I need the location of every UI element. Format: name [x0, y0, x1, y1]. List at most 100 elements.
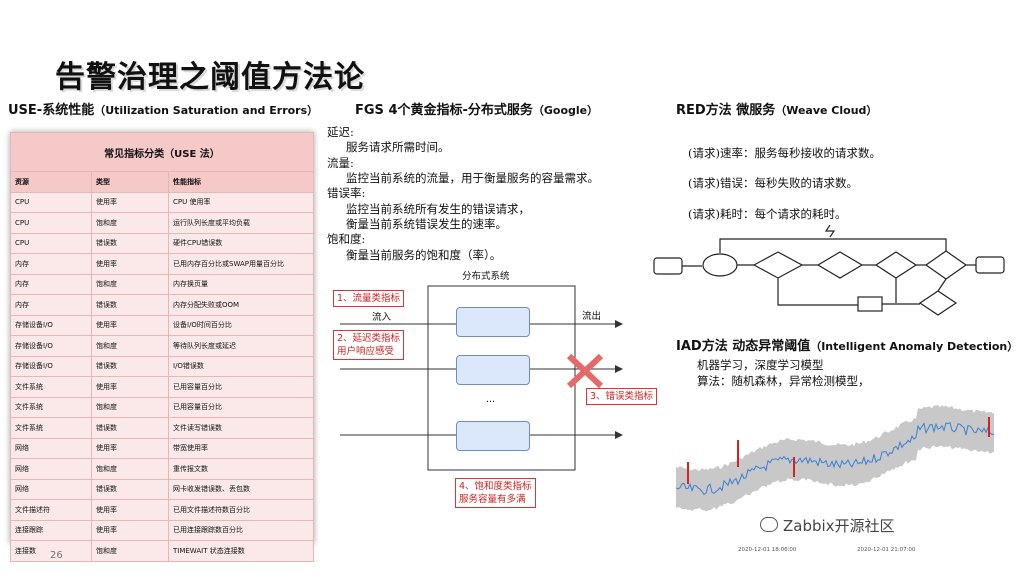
latency-metrics-label: 2、延迟类指标 用户响应感受 [333, 330, 405, 360]
use-heading: USE-系统性能（Utilization Saturation and Erro… [8, 99, 318, 118]
slide-title: 告警治理之阈值方法论 [55, 60, 365, 95]
cell-resource: 文件系统 [10, 396, 92, 418]
sketch-loop-bottom-1 [777, 278, 858, 306]
cell-type: 错误数 [91, 355, 169, 377]
flow-arrowhead-3 [615, 431, 623, 439]
sketch-box-start [653, 257, 683, 275]
inflow-label: 流入 [372, 312, 392, 323]
cell-resource: 内存 [10, 273, 92, 295]
use-col-metric: 性能指标 [168, 171, 314, 193]
fgs-errors-desc-2: 衡量当前系统错误发生的速率。 [346, 217, 507, 231]
sketch-diamond-2 [816, 251, 864, 279]
outflow-label: 流出 [582, 311, 602, 322]
cell-metric: 重传报文数 [168, 458, 314, 480]
time-label-2: 2020-12-01 21:07:00 [857, 547, 916, 553]
cell-metric: 已用容量百分比 [168, 396, 314, 418]
watermark-text: Zabbix开源社区 [783, 517, 895, 535]
anomaly-band-chart [676, 404, 995, 512]
use-heading-sub: （Utilization Saturation and Errors） [94, 104, 319, 117]
red-rate-line: (请求)速率：服务每秒接收的请求数。 [688, 146, 881, 160]
cell-metric: 网卡收发错误数、丢包数 [168, 478, 314, 500]
cell-resource: CPU [10, 191, 92, 213]
cell-type: 饱和度 [91, 212, 169, 234]
observed-series-line [676, 421, 995, 495]
table-row: 内存使用率已用内存百分比或SWAP用量百分比 [10, 253, 314, 275]
cell-type: 使用率 [91, 314, 169, 336]
fgs-traffic-desc: 监控当前系统的流量，用于衡量服务的容量需求。 [346, 171, 599, 185]
fgs-heading-main: FGS 4个黄金指标-分布式服务 [355, 103, 533, 118]
latency-metrics-line1: 2、延迟类指标 [337, 333, 401, 344]
cell-type: 饱和度 [91, 335, 169, 357]
cell-resource: CPU [10, 212, 92, 234]
sketch-arrow-8 [937, 278, 947, 292]
sketch-diamond-1 [752, 251, 804, 279]
cell-type: 饱和度 [91, 273, 169, 295]
table-row: 文件系统使用率已用容量百分比 [10, 376, 314, 398]
iad-heading-main: IAD方法 动态异常阈值 [676, 339, 811, 354]
cell-metric: 已用文件描述符数百分比 [168, 499, 314, 521]
cell-metric: 硬件CPU错误数 [168, 232, 314, 254]
cell-resource: 存储设备I/O [10, 335, 92, 357]
cell-metric: 运行队列长度或平均负载 [168, 212, 314, 234]
saturation-metrics-label: 4、饱和度类指标 服务容量有多满 [455, 478, 536, 508]
table-row: 网络饱和度重传报文数 [10, 458, 314, 480]
cell-type: 错误数 [91, 294, 169, 316]
cell-metric: TIMEWAIT 状态连接数 [168, 540, 314, 562]
fgs-errors-desc-1: 监控当前系统所有发生的错误请求， [346, 202, 530, 216]
fgs-saturation-heading: 饱和度: [327, 232, 366, 246]
table-row: 网络使用率带宽使用率 [10, 437, 314, 459]
sketch-loop-top [719, 238, 947, 253]
cell-type: 错误数 [91, 478, 169, 500]
cell-resource: 文件系统 [10, 376, 92, 398]
cell-resource: 网络 [10, 437, 92, 459]
cell-type: 错误数 [91, 417, 169, 439]
table-row: 内存饱和度内存换页量 [10, 273, 314, 295]
saturation-metrics-line1: 4、饱和度类指标 [459, 481, 532, 492]
sketch-diamond-5 [918, 290, 958, 316]
traffic-metrics-label: 1、流量类指标 [333, 290, 405, 307]
page-number: 26 [50, 550, 63, 561]
cell-metric: 带宽使用率 [168, 437, 314, 459]
cell-resource: 文件描述符 [10, 499, 92, 521]
error-metrics-label: 3、错误类指标 [586, 388, 658, 405]
error-cross-b [566, 353, 604, 389]
cell-metric: 内存换页量 [168, 273, 314, 295]
cell-resource: 存储设备I/O [10, 314, 92, 336]
saturation-metrics-line2: 服务容量有多满 [459, 494, 526, 505]
table-row: 内存错误数内存分配失败或OOM [10, 294, 314, 316]
fgs-latency-heading: 延迟: [327, 125, 354, 139]
service-box-1 [456, 307, 530, 337]
cell-metric: 已用内存百分比或SWAP用量百分比 [168, 253, 314, 275]
cell-metric: CPU 使用率 [168, 191, 314, 213]
sketch-diamond-4 [924, 250, 968, 280]
iad-heading-sub: （Intelligent Anomaly Detection） [810, 340, 1016, 353]
red-heading-sub: （Weave Cloud） [775, 104, 878, 117]
distributed-system-label: 分布式系统 [462, 271, 510, 282]
cell-resource: 内存 [10, 253, 92, 275]
table-row: 网络错误数网卡收发错误数、丢包数 [10, 478, 314, 500]
cell-metric: 文件读写错误数 [168, 417, 314, 439]
fgs-heading: FGS 4个黄金指标-分布式服务（Google） [355, 99, 598, 118]
iad-heading: IAD方法 动态异常阈值（Intelligent Anomaly Detecti… [676, 335, 1016, 354]
iad-line-1: 机器学习，深度学习模型 [697, 358, 824, 372]
cell-type: 饱和度 [91, 458, 169, 480]
red-duration-line: (请求)耗时：每个请求的耗时。 [688, 207, 847, 221]
expected-range-band [676, 404, 994, 512]
red-flow-sketch [653, 225, 1005, 316]
time-label-1: 2020-12-01 18:06:00 [738, 547, 797, 553]
cell-metric: 已用容量百分比 [168, 376, 314, 398]
cell-resource: 文件系统 [10, 417, 92, 439]
cell-type: 使用率 [91, 499, 169, 521]
fgs-traffic-heading: 流量: [327, 156, 354, 170]
cell-type: 使用率 [91, 376, 169, 398]
red-heading: RED方法 微服务（Weave Cloud） [676, 99, 877, 118]
fgs-errors-heading: 错误率: [327, 186, 366, 200]
use-col-type: 类型 [91, 171, 169, 193]
